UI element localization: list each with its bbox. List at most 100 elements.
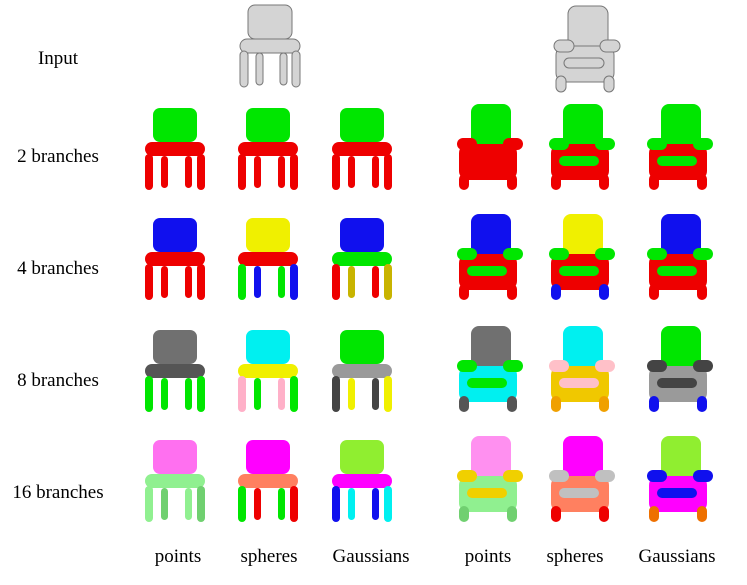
chair-leg — [649, 506, 659, 522]
chair-back — [661, 326, 701, 370]
chair-leg — [348, 266, 355, 298]
chair-leg — [372, 156, 379, 188]
segmentation-chair-row4-col6 — [647, 436, 713, 522]
chair-leg — [161, 378, 168, 410]
chair-leg — [507, 284, 517, 300]
chair-arm — [595, 248, 615, 260]
chair-leg — [239, 50, 249, 88]
chair-back — [563, 214, 603, 258]
segmentation-chair-row4-col4 — [457, 436, 523, 522]
chair-back — [563, 436, 603, 480]
chair-arm — [693, 360, 713, 372]
chair-leg — [459, 174, 469, 190]
chair-arm — [457, 138, 477, 150]
chair-leg — [332, 376, 340, 412]
chair-leg — [197, 154, 205, 190]
segmentation-chair-row3-col1 — [145, 330, 205, 412]
chair-seat — [467, 378, 507, 388]
segmentation-chair-row1-col3 — [332, 108, 392, 190]
chair-arm — [693, 248, 713, 260]
chair-back — [246, 440, 290, 474]
chair-arm — [549, 360, 569, 372]
segmentation-chair-row3-col3 — [332, 330, 392, 412]
chair-leg — [238, 376, 246, 412]
chair-leg — [551, 506, 561, 522]
chair-seat — [332, 252, 392, 266]
chair-back — [246, 108, 290, 142]
chair-leg — [348, 156, 355, 188]
chair-leg — [291, 50, 301, 88]
chair-leg — [161, 156, 168, 188]
chair-arm — [693, 470, 713, 482]
chair-back — [471, 436, 511, 480]
col-label-gaussians-2: Gaussians — [638, 546, 716, 567]
chair-seat — [559, 266, 599, 276]
chair-leg — [348, 378, 355, 410]
chair-leg — [649, 174, 659, 190]
chair-leg — [254, 266, 261, 298]
segmentation-chair-row2-col5 — [549, 214, 615, 300]
chair-seat — [657, 378, 697, 388]
chair-back — [153, 218, 197, 252]
chair-leg — [197, 264, 205, 300]
chair-leg — [238, 264, 246, 300]
chair-back — [471, 326, 511, 370]
chair-leg — [278, 266, 285, 298]
chair-leg — [697, 396, 707, 412]
chair-leg — [254, 156, 261, 188]
col-label-points-1: points — [154, 546, 202, 567]
segmentation-chair-row1-col1 — [145, 108, 205, 190]
row-label-8-branches: 8 branches — [17, 370, 99, 391]
chair-leg — [145, 154, 153, 190]
chair-seat — [332, 474, 392, 488]
chair-arm — [553, 39, 575, 53]
chair-seat — [238, 142, 298, 156]
chair-leg — [278, 156, 285, 188]
chair-arm — [549, 470, 569, 482]
chair-leg — [555, 75, 567, 93]
chair-leg — [697, 506, 707, 522]
chair-arm — [647, 138, 667, 150]
chair-leg — [507, 174, 517, 190]
chair-seat — [559, 488, 599, 498]
segmentation-chair-row2-col1 — [145, 218, 205, 300]
row-label-input: Input — [37, 48, 79, 69]
chair-seat — [238, 252, 298, 266]
chair-seat — [332, 364, 392, 378]
chair-back — [471, 214, 511, 258]
chair-leg — [459, 506, 469, 522]
chair-arm — [549, 138, 569, 150]
chair-arm — [503, 248, 523, 260]
chair-back — [563, 104, 603, 148]
chair-back — [340, 330, 384, 364]
chair-seat — [145, 364, 205, 378]
chair-leg — [254, 488, 261, 520]
chair-leg — [697, 284, 707, 300]
input-chair-1 — [239, 4, 301, 88]
chair-leg — [197, 486, 205, 522]
chair-leg — [507, 506, 517, 522]
col-label-points-2: points — [464, 546, 512, 567]
chair-leg — [332, 264, 340, 300]
row-label-16-branches: 16 branches — [12, 482, 104, 503]
chair-leg — [290, 486, 298, 522]
chair-leg — [255, 52, 264, 86]
chair-back — [153, 330, 197, 364]
input-chair-2 — [553, 5, 621, 93]
chair-arm — [599, 39, 621, 53]
chair-arm — [595, 360, 615, 372]
chair-leg — [507, 396, 517, 412]
chair-arm — [647, 470, 667, 482]
chair-leg — [238, 486, 246, 522]
chair-leg — [197, 376, 205, 412]
chair-back — [471, 104, 511, 148]
chair-leg — [372, 488, 379, 520]
chair-leg — [161, 266, 168, 298]
chair-leg — [599, 506, 609, 522]
segmentation-chair-row2-col6 — [647, 214, 713, 300]
chair-leg — [290, 264, 298, 300]
col-label-spheres-1: spheres — [240, 546, 298, 567]
chair-arm — [595, 138, 615, 150]
chair-arm — [549, 248, 569, 260]
segmentation-chair-row2-col4 — [457, 214, 523, 300]
